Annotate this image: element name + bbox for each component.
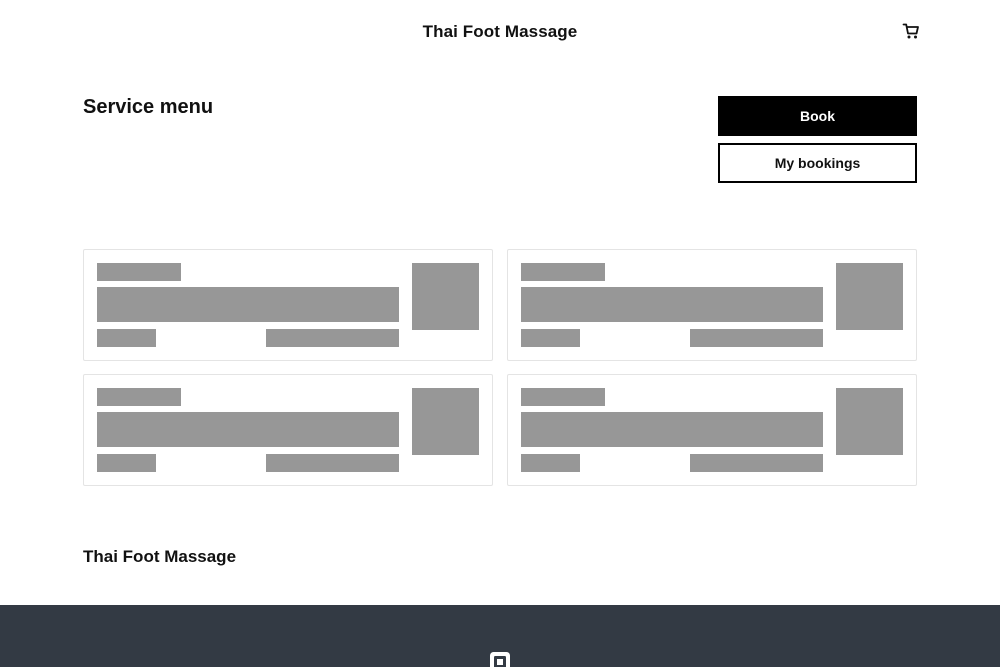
skeleton-price	[690, 329, 823, 347]
cart-icon[interactable]	[902, 22, 920, 40]
skeleton-category	[521, 388, 605, 406]
skeleton-duration	[521, 454, 580, 472]
site-title[interactable]: Thai Foot Massage	[422, 22, 578, 41]
book-button[interactable]: Book	[718, 96, 917, 136]
skeleton-image	[412, 263, 479, 330]
skeleton-price	[266, 454, 399, 472]
skeleton-image	[836, 263, 903, 330]
my-bookings-button[interactable]: My bookings	[718, 143, 917, 183]
skeleton-duration	[521, 329, 580, 347]
service-card[interactable]	[83, 374, 493, 486]
page-title: Service menu	[83, 96, 214, 118]
skeleton-price	[690, 454, 823, 472]
skeleton-category	[97, 263, 181, 281]
square-logo-icon[interactable]	[489, 651, 511, 667]
skeleton-title	[521, 412, 823, 447]
skeleton-category	[521, 263, 605, 281]
skeleton-image	[836, 388, 903, 455]
footer	[0, 605, 1000, 667]
skeleton-duration	[97, 454, 156, 472]
skeleton-duration	[97, 329, 156, 347]
header: Thai Foot Massage	[0, 0, 1000, 64]
skeleton-category	[97, 388, 181, 406]
business-name: Thai Foot Massage	[83, 547, 237, 566]
skeleton-title	[521, 287, 823, 322]
service-card[interactable]	[83, 249, 493, 361]
skeleton-image	[412, 388, 479, 455]
skeleton-title	[97, 287, 399, 322]
service-card[interactable]	[507, 374, 917, 486]
service-card[interactable]	[507, 249, 917, 361]
skeleton-title	[97, 412, 399, 447]
skeleton-price	[266, 329, 399, 347]
